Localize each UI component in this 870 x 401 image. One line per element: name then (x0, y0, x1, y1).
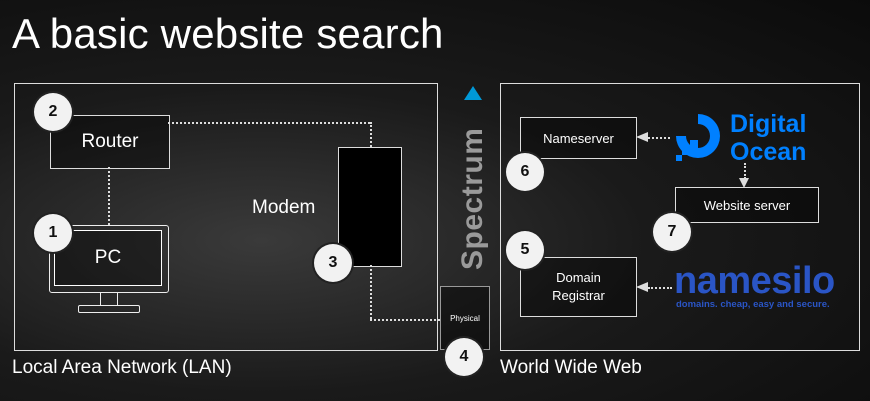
namesilo-registrar-line (648, 287, 672, 289)
digitalocean-icon (676, 114, 720, 161)
pc-monitor: PC (49, 225, 169, 293)
pc-screen: PC (54, 230, 162, 286)
namesilo-logo: namesilo domains. cheap, easy and secure… (674, 260, 852, 314)
page-title: A basic website search (12, 10, 444, 57)
physical-label: Physical (450, 313, 480, 323)
nameserver-box: Nameserver (520, 117, 637, 159)
namesilo-tagline: domains. cheap, easy and secure. (676, 299, 830, 310)
lan-label: Local Area Network (LAN) (12, 357, 232, 378)
step-4-badge: 4 (445, 338, 483, 376)
domain-registrar-label: Domain Registrar (552, 269, 605, 303)
router-modem-line (168, 122, 370, 124)
domain-registrar-box: Domain Registrar (520, 257, 637, 317)
digitalocean-logo: Digital Ocean (672, 108, 832, 168)
arrow-down-icon (739, 178, 749, 188)
step-1-badge: 1 (34, 214, 72, 252)
pc-stand (100, 293, 118, 305)
modem-top-line (370, 122, 372, 147)
modem-physical-line (370, 319, 440, 321)
step-7-badge: 7 (653, 213, 691, 251)
www-panel (500, 83, 860, 351)
modem-label: Modem (252, 197, 316, 218)
step-3-badge: 3 (314, 244, 352, 282)
modem-bottom-line (370, 265, 372, 319)
router-box: Router (50, 115, 170, 169)
digitalocean-line2: Ocean (730, 138, 807, 166)
spectrum-arrow-icon (464, 86, 482, 100)
arrow-left-icon (636, 282, 648, 292)
do-website-line (744, 163, 746, 179)
nameserver-label: Nameserver (543, 130, 614, 146)
pc-label: PC (94, 247, 122, 268)
pc-base (78, 305, 140, 313)
step-2-badge: 2 (34, 93, 72, 131)
modem-box (338, 147, 402, 267)
spectrum-text: Spectrum (458, 128, 488, 270)
do-nameserver-line (648, 137, 670, 139)
website-server-label: Website server (703, 197, 791, 213)
namesilo-wordmark: namesilo (674, 260, 835, 302)
lan-panel (14, 83, 438, 351)
router-label: Router (81, 131, 139, 152)
step-6-badge: 6 (506, 153, 544, 191)
router-pc-line (108, 167, 110, 225)
digitalocean-line1: Digital (730, 110, 807, 138)
arrow-left-icon (636, 132, 648, 142)
spectrum-logo: Spectrum (458, 86, 488, 270)
www-label: World Wide Web (500, 357, 642, 378)
website-server-box: Website server (675, 187, 819, 223)
step-5-badge: 5 (506, 231, 544, 269)
